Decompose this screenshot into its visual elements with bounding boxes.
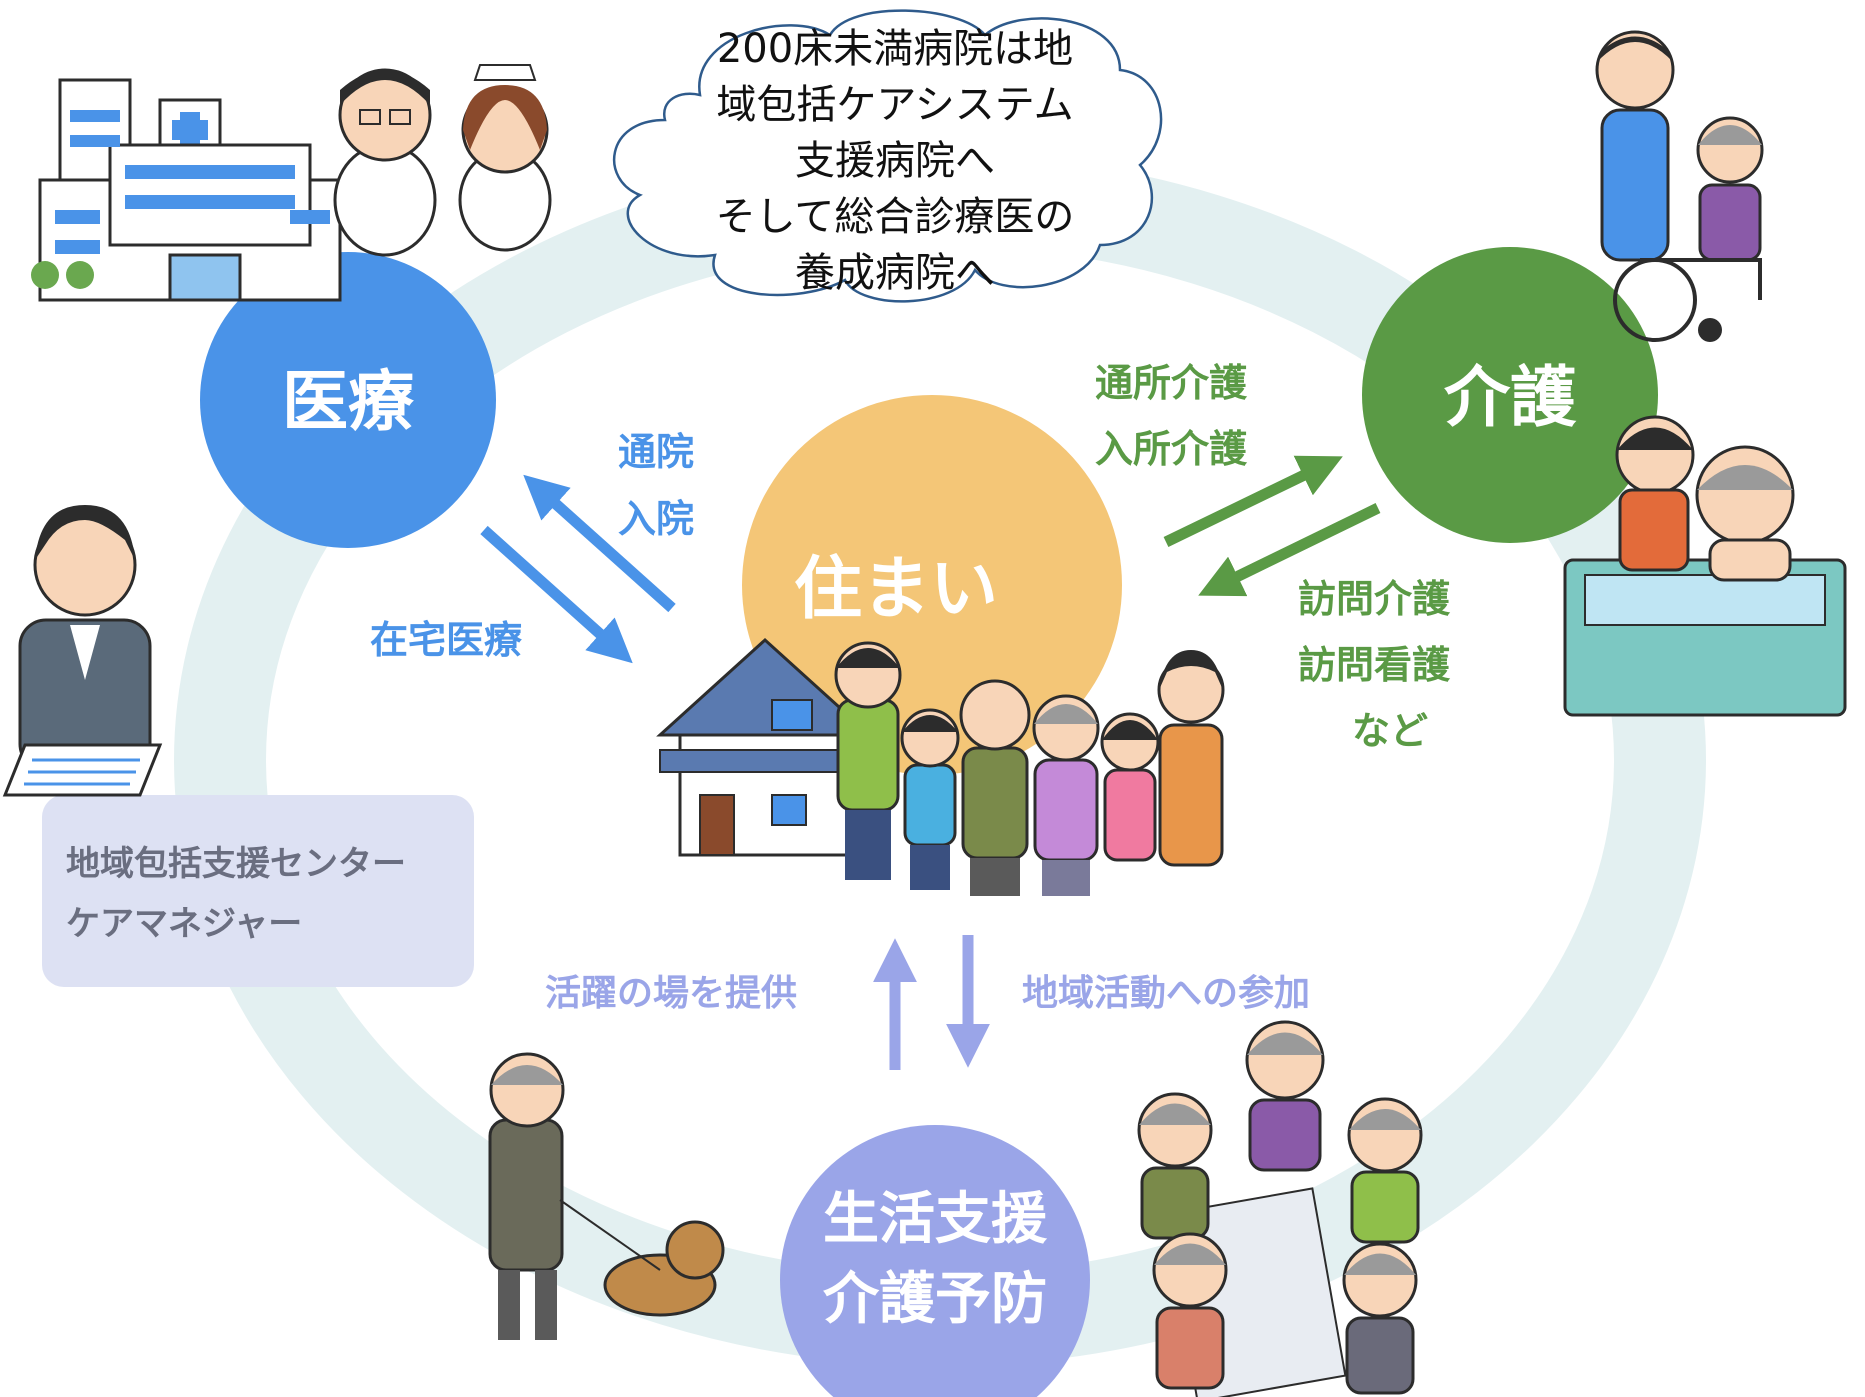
from-care-label-3: など — [1352, 709, 1428, 753]
from-care-label-2: 訪問看護 — [1298, 643, 1451, 687]
arrow-from-care — [1198, 503, 1381, 597]
care-circle — [1362, 247, 1658, 543]
to-medical-label-2: 入院 — [618, 497, 694, 541]
to-medical-label-1: 通院 — [618, 430, 694, 474]
doctor-nurse-illustration — [333, 64, 552, 257]
from-care-label-1: 訪問介護 — [1298, 577, 1451, 621]
center-box-line-1: 地域包括支援センター — [66, 844, 406, 884]
hospital-illustration — [31, 78, 342, 302]
center-box-line-2: ケアマネジャー — [66, 904, 302, 944]
support-label-2: 介護予防 — [823, 1267, 1047, 1332]
to-care-label-1: 通所介護 — [1095, 361, 1248, 405]
cloud-line-2: 域包括ケアシステム — [716, 82, 1073, 128]
to-home-label: 活躍の場を提供 — [545, 973, 797, 1014]
cloud-callout: 200床未満病院は地 域包括ケアシステム 支援病院へ そして総合診療医の 養成病… — [613, 9, 1163, 303]
to-care-label-2: 入所介護 — [1095, 427, 1248, 471]
community-meeting-illustration — [1137, 1020, 1423, 1397]
arrow-to-care — [1163, 455, 1343, 547]
home-label: 住まい — [794, 550, 998, 629]
to-support-label: 地域活動への参加 — [1022, 973, 1310, 1014]
dog-walk-illustration — [488, 1052, 725, 1340]
arrow-from-medical — [480, 525, 633, 664]
wheelchair-caregiver-illustration — [1595, 30, 1764, 342]
arrow-to-medical — [523, 474, 676, 613]
bathing-care-illustration — [1563, 415, 1847, 717]
cloud-line-1: 200床未満病院は地 — [717, 26, 1073, 72]
cloud-line-5: 養成病院へ — [795, 250, 995, 296]
care-manager-illustration — [2, 505, 163, 797]
center-box — [42, 795, 474, 987]
from-medical-label: 在宅医療 — [370, 618, 523, 662]
cloud-line-3: 支援病院へ — [795, 138, 995, 184]
cloud-line-4: そして総合診療医の — [716, 194, 1075, 240]
support-circle — [780, 1125, 1090, 1397]
family-house-illustration — [656, 637, 1225, 896]
medical-label: 医療 — [282, 363, 414, 440]
medical-circle — [200, 252, 496, 548]
support-label-1: 生活支援 — [823, 1187, 1048, 1252]
care-label: 介護 — [1444, 359, 1577, 436]
